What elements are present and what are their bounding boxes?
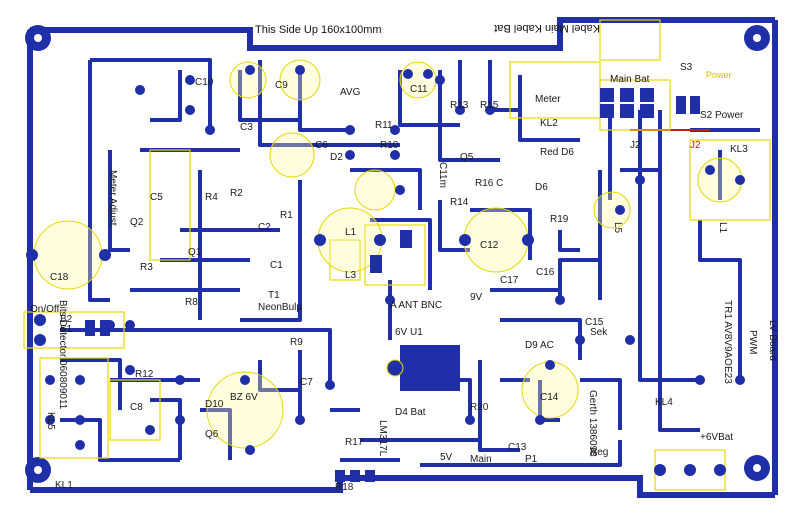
label-s3: S3 — [680, 62, 693, 73]
label-c10: C10 — [195, 77, 214, 88]
label-r12: R12 — [135, 369, 154, 380]
label-c15: C15 — [585, 317, 604, 328]
board-outline-trace — [27, 17, 778, 498]
label-b2: B2 — [60, 314, 73, 325]
label-c14: C14 — [540, 392, 559, 403]
label-r3: R3 — [140, 262, 153, 273]
label-6vbat: +6VBat — [700, 432, 733, 443]
side-label-tr1: TR1 AV8V9AOE23 — [722, 300, 733, 384]
label-p1: P1 — [525, 454, 538, 465]
label-r19: R19 — [550, 214, 569, 225]
label-avg: AVG — [340, 87, 361, 98]
label-c17: C17 — [500, 275, 519, 286]
side-label-meter: Meter Adjust — [107, 170, 118, 226]
label-l5: L5 — [612, 222, 623, 234]
label-c3: C3 — [240, 122, 253, 133]
label-c6: C6 — [315, 140, 328, 151]
ic-pin-1 — [386, 359, 404, 377]
label-meter-kl2: Meter — [535, 94, 561, 105]
label-kl3: KL3 — [730, 144, 748, 155]
label-main-bat: Main Bat — [610, 74, 650, 85]
label-6v-u1: 6V U1 — [395, 327, 423, 338]
label-r2: R2 — [230, 188, 243, 199]
label-c9: C9 — [275, 80, 288, 91]
board-title: This Side Up 160x100mm — [255, 24, 382, 36]
label-r9: R9 — [290, 337, 303, 348]
label-onoff: On/Off — [30, 304, 59, 315]
label-kl5: KL5 — [45, 412, 56, 430]
label-s2-power: S2 Power — [700, 110, 744, 121]
label-c8: C8 — [130, 402, 143, 413]
label-c11: C11 — [410, 84, 428, 95]
label-power-top: Power — [706, 70, 732, 80]
label-reg: Reg — [590, 447, 608, 458]
label-l1: L1 — [717, 222, 728, 234]
label-kl4: KL4 — [655, 397, 673, 408]
label-c13: C13 — [508, 442, 527, 453]
side-label-lv: LV Board — [767, 320, 778, 361]
label-antbnc: A ANT BNC — [390, 300, 442, 311]
label-c18: C18 — [50, 272, 69, 283]
label-d9-ac: D9 AC — [525, 340, 554, 351]
label-c16: C16 — [536, 267, 555, 278]
label-r4: R4 — [205, 192, 218, 203]
label-r18: R18 — [335, 482, 354, 493]
label-d10: D10 — [205, 399, 224, 410]
label-r10: R10 — [380, 140, 399, 151]
solder-pads — [26, 65, 745, 476]
label-r20: R20 — [470, 402, 489, 413]
label-r16: R16 C — [475, 178, 503, 189]
label-neonbulp: NeonBulp — [258, 302, 302, 313]
label-c7: C7 — [300, 377, 313, 388]
label-s4-main: Main — [470, 454, 492, 465]
label-bz-6v: BZ 6V — [230, 392, 258, 403]
label-j2: J2 — [630, 140, 641, 151]
label-q2: Q2 — [130, 217, 144, 228]
label-red-d6: Red D6 — [540, 147, 574, 158]
label-l3: L3 — [345, 270, 357, 281]
label-kl2: KL2 — [540, 118, 558, 129]
label-q5: Q5 — [460, 152, 474, 163]
label-5v: 5V — [440, 452, 453, 463]
label-r11: R11 — [375, 120, 393, 131]
board-top-right-label: Kabel Main Kabel Bat — [494, 22, 600, 34]
label-r13: R13 — [450, 100, 469, 111]
label-c2: C2 — [258, 222, 271, 233]
mounting-holes — [25, 25, 770, 483]
connector-pads — [85, 88, 700, 482]
side-label-pwm: PWM — [747, 330, 758, 354]
label-d2: D2 — [330, 152, 343, 163]
side-label-gerth: Gerth 1386098 — [587, 390, 598, 457]
label-r17: R17 — [345, 437, 364, 448]
label-d6: D6 — [535, 182, 548, 193]
side-label-left: Bits Detector 060809011 — [57, 300, 68, 410]
label-r15: R15 — [480, 100, 499, 111]
ic-chip-u1 — [400, 345, 460, 391]
label-c5: C5 — [150, 192, 163, 203]
label-9v: 9V — [470, 292, 483, 303]
label-t1: T1 — [268, 290, 280, 301]
label-c1: C1 — [270, 260, 283, 271]
label-d4-bat: D4 Bat — [395, 407, 426, 418]
label-j2-red: J2 — [690, 140, 701, 151]
label-s1: S1 — [60, 324, 73, 335]
label-l1b: L1 — [345, 227, 357, 238]
label-c11m: C11m — [437, 162, 448, 188]
label-q1: Q1 — [188, 247, 202, 258]
label-r14: R14 — [450, 197, 469, 208]
label-sek: Sek — [590, 327, 608, 338]
label-c12: C12 — [480, 240, 499, 251]
label-r1: R1 — [280, 210, 293, 221]
label-u1: LM317L — [377, 420, 388, 457]
label-q6: Q6 — [205, 429, 219, 440]
label-r8: R8 — [185, 297, 198, 308]
label-kl1: KL1 — [55, 480, 73, 491]
